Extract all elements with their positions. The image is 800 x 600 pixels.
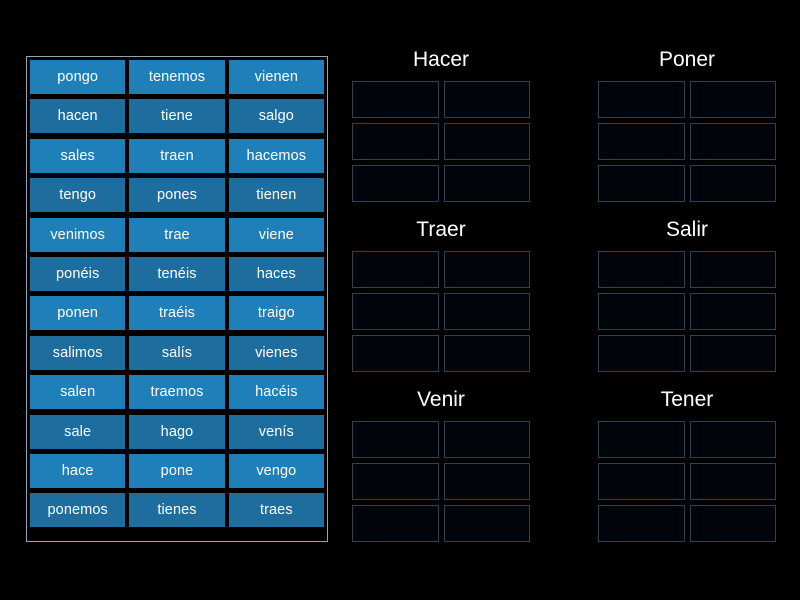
word-tile[interactable]: traen: [129, 138, 225, 173]
drop-slot[interactable]: [352, 81, 439, 118]
category-title: Salir: [665, 218, 708, 241]
drop-slot[interactable]: [352, 421, 439, 458]
word-tile[interactable]: ponemos: [30, 493, 126, 528]
word-tile[interactable]: hace: [30, 453, 126, 488]
drop-slot[interactable]: [689, 335, 776, 372]
word-tile[interactable]: sale: [30, 414, 126, 449]
drop-slot[interactable]: [352, 165, 439, 202]
word-tile[interactable]: traigo: [228, 296, 324, 331]
word-tile[interactable]: traemos: [129, 375, 225, 410]
category-slot-grid: [352, 421, 530, 542]
drop-slot[interactable]: [689, 463, 776, 500]
word-tile[interactable]: vienen: [228, 60, 324, 94]
category-group-hacer: Hacer: [352, 48, 530, 202]
word-tile[interactable]: ponen: [30, 296, 126, 331]
drop-slot[interactable]: [689, 293, 776, 330]
drop-slot[interactable]: [598, 251, 685, 288]
category-group-venir: Venir: [352, 388, 530, 542]
drop-slot[interactable]: [598, 335, 685, 372]
drop-slot[interactable]: [352, 251, 439, 288]
drop-slot[interactable]: [443, 165, 530, 202]
drop-slot[interactable]: [598, 123, 685, 160]
word-tile[interactable]: pone: [129, 453, 225, 488]
word-tile[interactable]: hacen: [30, 99, 126, 134]
drop-slot[interactable]: [443, 505, 530, 542]
drop-slot[interactable]: [352, 505, 439, 542]
word-tile[interactable]: venimos: [30, 217, 126, 252]
category-slot-grid: [598, 421, 776, 542]
category-group-poner: Poner: [598, 48, 776, 202]
drop-slot[interactable]: [598, 421, 685, 458]
word-tile[interactable]: viene: [228, 217, 324, 252]
category-row: Traer Salir: [352, 218, 776, 372]
drop-slot[interactable]: [443, 421, 530, 458]
category-row: Hacer Poner: [352, 48, 776, 202]
word-tile[interactable]: venís: [228, 414, 324, 449]
category-group-tener: Tener: [598, 388, 776, 542]
drop-slot[interactable]: [598, 505, 685, 542]
drop-slot[interactable]: [689, 165, 776, 202]
drop-slot[interactable]: [689, 251, 776, 288]
word-tile[interactable]: pongo: [30, 60, 126, 94]
drop-slot[interactable]: [598, 81, 685, 118]
category-slot-grid: [352, 81, 530, 202]
drop-slot[interactable]: [689, 123, 776, 160]
word-tile[interactable]: sales: [30, 138, 126, 173]
drop-slot[interactable]: [352, 463, 439, 500]
word-tile[interactable]: traéis: [129, 296, 225, 331]
drop-slot[interactable]: [352, 293, 439, 330]
drop-slot[interactable]: [598, 463, 685, 500]
drop-slot[interactable]: [689, 421, 776, 458]
word-tile[interactable]: tienes: [129, 493, 225, 528]
word-tile[interactable]: tiene: [129, 99, 225, 134]
word-tile[interactable]: salgo: [228, 99, 324, 134]
word-tile[interactable]: vengo: [228, 453, 324, 488]
word-tile[interactable]: traes: [228, 493, 324, 528]
drop-slot[interactable]: [443, 463, 530, 500]
drop-slot[interactable]: [443, 251, 530, 288]
word-tile[interactable]: pones: [129, 178, 225, 213]
category-title: Tener: [660, 388, 714, 411]
word-tile[interactable]: haces: [228, 256, 324, 291]
word-tile[interactable]: trae: [129, 217, 225, 252]
word-tile[interactable]: tenemos: [129, 60, 225, 94]
word-tile[interactable]: salís: [129, 335, 225, 370]
word-tile[interactable]: hacemos: [228, 138, 324, 173]
word-tile[interactable]: tenéis: [129, 256, 225, 291]
category-title: Traer: [416, 218, 466, 241]
drop-slot[interactable]: [443, 293, 530, 330]
category-row: Venir Tener: [352, 388, 776, 542]
word-tile[interactable]: salimos: [30, 335, 126, 370]
drop-slot[interactable]: [689, 505, 776, 542]
word-tile[interactable]: salen: [30, 375, 126, 410]
category-group-traer: Traer: [352, 218, 530, 372]
category-slot-grid: [598, 251, 776, 372]
word-tile[interactable]: vienes: [228, 335, 324, 370]
drop-slot[interactable]: [443, 335, 530, 372]
drop-slot[interactable]: [598, 293, 685, 330]
drop-slot[interactable]: [352, 123, 439, 160]
word-tile[interactable]: hago: [129, 414, 225, 449]
category-title: Poner: [658, 48, 716, 71]
drop-slot[interactable]: [689, 81, 776, 118]
category-title: Venir: [417, 388, 465, 411]
category-group-salir: Salir: [598, 218, 776, 372]
category-slot-grid: [598, 81, 776, 202]
category-title: Hacer: [412, 48, 470, 71]
category-slot-grid: [352, 251, 530, 372]
drop-slot[interactable]: [443, 123, 530, 160]
word-tile[interactable]: tienen: [228, 178, 324, 213]
word-tile[interactable]: ponéis: [30, 256, 126, 291]
word-tile[interactable]: tengo: [30, 178, 126, 213]
drop-slot[interactable]: [598, 165, 685, 202]
drop-slot[interactable]: [352, 335, 439, 372]
word-tile[interactable]: hacéis: [228, 375, 324, 410]
drop-slot[interactable]: [443, 81, 530, 118]
